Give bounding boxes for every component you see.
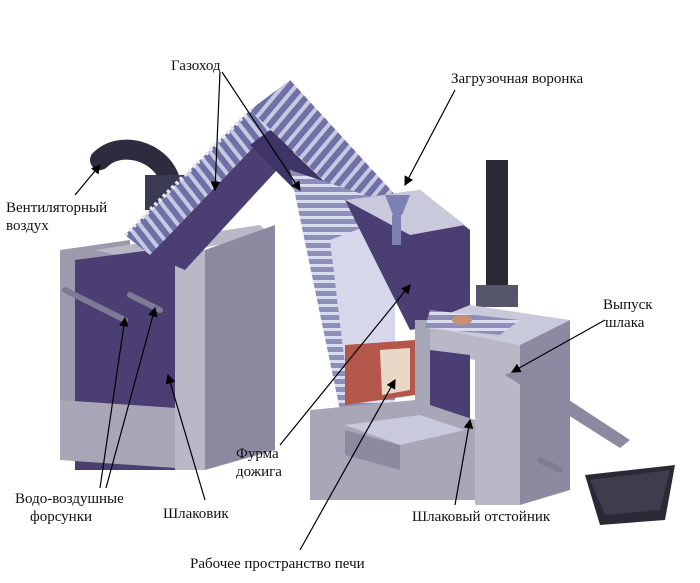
label-water-air-nozzles-line2: форсунки bbox=[30, 509, 93, 525]
label-water-air-nozzles-line1: Водо-воздушные bbox=[15, 491, 124, 507]
label-gas-duct: Газоход bbox=[171, 58, 221, 74]
label-slag-box: Шлаковик bbox=[163, 506, 229, 522]
upper-hood bbox=[345, 190, 470, 330]
label-slag-settler: Шлаковый отстойник bbox=[412, 509, 551, 525]
slag-bucket bbox=[585, 465, 675, 525]
slag-outlet-spout bbox=[505, 368, 630, 448]
slag-settler-block bbox=[415, 305, 570, 505]
label-slag-outlet-line1: Выпуск bbox=[603, 297, 653, 313]
label-loading-funnel: Загрузочная воронка bbox=[451, 71, 584, 87]
chimney bbox=[476, 160, 518, 307]
furnace-base bbox=[310, 400, 475, 500]
label-furnace-space: Рабочее пространство печи bbox=[190, 556, 365, 572]
label-fan-air-line2: воздух bbox=[6, 218, 49, 234]
gas-duct-left bbox=[123, 108, 300, 270]
label-slag-outlet-line2: шлака bbox=[605, 315, 645, 331]
slag-box-left bbox=[60, 225, 275, 470]
leader-lines bbox=[74, 71, 606, 551]
label-afterburn-tuyere-line1: Фурма bbox=[236, 446, 279, 462]
label-fan-air-line1: Вентиляторный bbox=[6, 200, 108, 216]
label-afterburn-tuyere-line2: дожига bbox=[236, 464, 282, 480]
